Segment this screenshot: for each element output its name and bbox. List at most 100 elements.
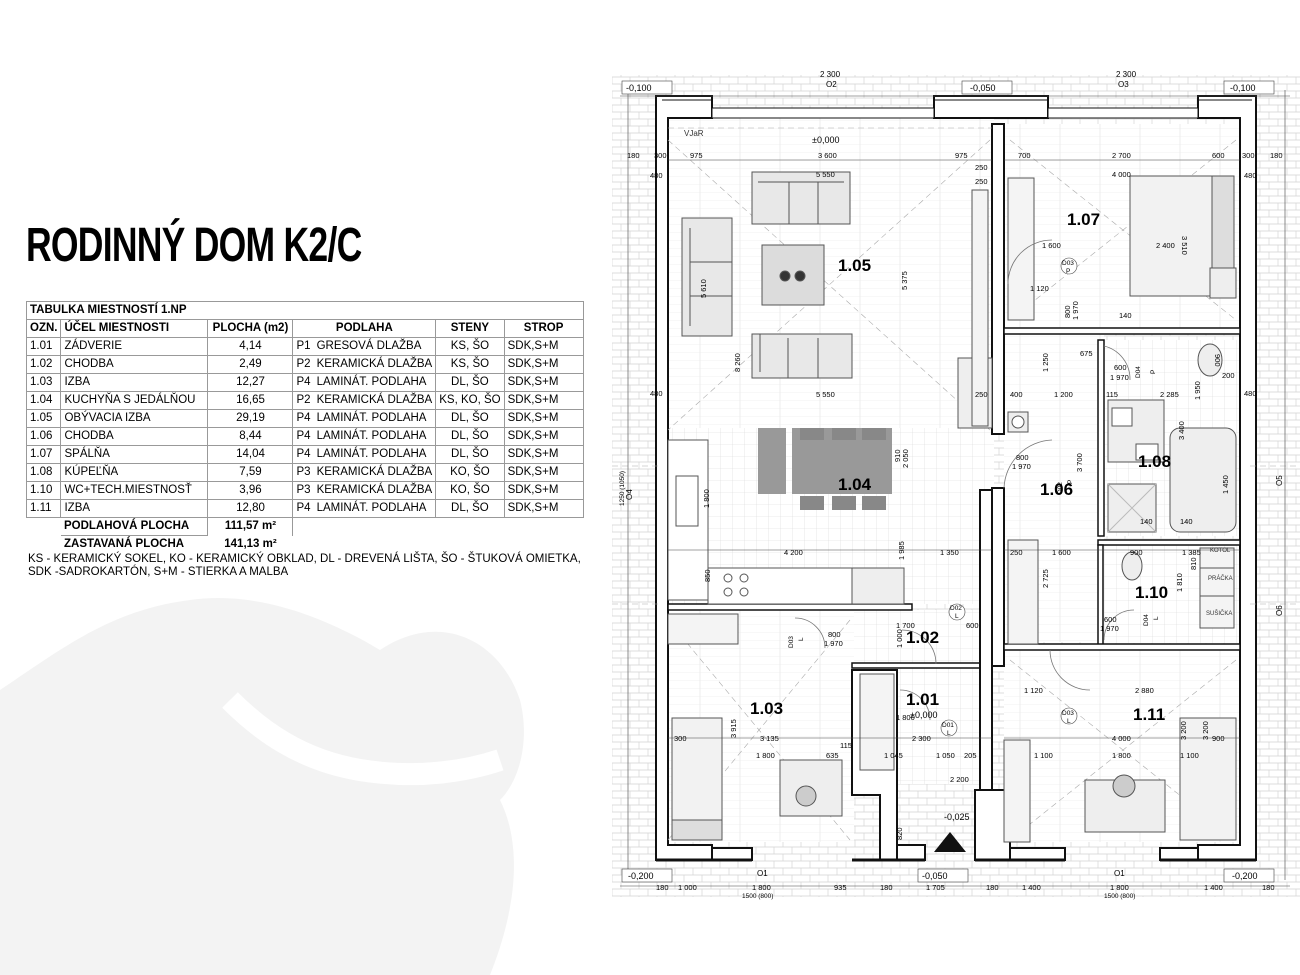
bot-dim-180-c: 180 xyxy=(986,883,999,892)
dim-810: 810 xyxy=(1189,557,1198,570)
dim-3510: 3 510 xyxy=(1180,236,1189,255)
dimension-texts-vertical: 3 510 5 610 5 375 8 260 800 1 970 900 1 … xyxy=(699,236,1230,840)
door-tag-l-corridor: L xyxy=(955,613,959,620)
dim-635: 635 xyxy=(826,751,839,760)
door-tag-d03-room: D03 xyxy=(788,636,795,648)
dim-675: 675 xyxy=(1080,349,1093,358)
dim-400-a: 400 xyxy=(1010,390,1023,399)
dim-3915: 3 915 xyxy=(729,719,738,738)
bot-dim-935: 935 xyxy=(834,883,847,892)
dim-975-a: 975 xyxy=(690,151,703,160)
dim-1800-a: 1 800 xyxy=(702,489,711,508)
door-tag-l-izba: L xyxy=(1067,718,1071,725)
dim-2400: 2 400 xyxy=(1156,241,1175,250)
dim-1800-d: 1 800 xyxy=(896,713,915,722)
dim-1700: 1 700 xyxy=(896,621,915,630)
dim-2285: 2 285 xyxy=(1160,390,1179,399)
dim-1050: 1 050 xyxy=(936,751,955,760)
dim-600-c: 600 xyxy=(966,621,979,630)
door-tag-d03-izba: D03 xyxy=(1062,710,1074,717)
dim-1950: 1 950 xyxy=(1193,381,1202,400)
dim-1385: 1 385 xyxy=(1182,548,1201,557)
dim-600-a: 600 xyxy=(1212,151,1225,160)
dim-5550-b: 5 550 xyxy=(816,390,835,399)
dim-1985: 1 985 xyxy=(897,541,906,560)
built-area-label: ZASTAVANÁ PLOCHA xyxy=(63,537,185,550)
dim-1970-b: 1 970 xyxy=(1110,373,1129,382)
dim-1970-a: 1 970 xyxy=(1071,301,1080,320)
floor-area-label: PODLAHOVÁ PLOCHA xyxy=(60,517,208,536)
dim-3200-a: 3 200 xyxy=(1179,721,1188,740)
bot-dim-1800-a: 1 800 xyxy=(752,883,771,892)
table-cell-strop: SDK,S+M xyxy=(503,499,584,518)
note-pracka: PRÁČKA xyxy=(1208,575,1233,582)
floor-area-value: 111,57 m² xyxy=(207,517,294,536)
dim-2700: 2 700 xyxy=(1112,151,1131,160)
dim-800-b: 800 xyxy=(1016,453,1029,462)
room-label-1-10: 1.10 xyxy=(1135,583,1168,602)
table-cell-steny: DL, ŠO xyxy=(435,499,505,518)
room-label-1-06: 1.06 xyxy=(1040,480,1073,499)
dimension-texts: 975 3 600 975 700 2 700 600 300 300 180 … xyxy=(627,151,1283,892)
table-cell-plocha: 12,80 xyxy=(207,499,294,518)
dim-480-d: 480 xyxy=(1244,389,1257,398)
dim-1800-b: 1 800 xyxy=(756,751,775,760)
window-o6: O6 xyxy=(1275,605,1284,616)
window-o3: O3 xyxy=(1118,80,1129,89)
level-bot-right: -0,200 xyxy=(1232,871,1258,881)
room-label-1-02: 1.02 xyxy=(906,628,939,647)
dim-250-c: 250 xyxy=(975,390,988,399)
furniture xyxy=(667,171,1237,843)
dim-4000-a: 4 000 xyxy=(1112,170,1131,179)
dim-1100-a: 1 100 xyxy=(1034,751,1053,760)
dim-1120-a: 1 120 xyxy=(1030,284,1049,293)
dim-850: 850 xyxy=(703,569,712,582)
window-width-o3: 2 300 xyxy=(1116,70,1137,79)
dim-1810: 1 810 xyxy=(1175,573,1184,592)
bot-dim-1705: 1 705 xyxy=(926,883,945,892)
dim-140-b: 140 xyxy=(1140,517,1153,526)
dim-205: 205 xyxy=(964,751,977,760)
dim-3600: 3 600 xyxy=(818,151,837,160)
dim-1600-b: 1 600 xyxy=(1052,548,1071,557)
dim-1450: 1 450 xyxy=(1221,475,1230,494)
dim-4200: 4 200 xyxy=(784,548,803,557)
dim-1800-c: 1 800 xyxy=(1112,751,1131,760)
legend-line-1: KS - KERAMICKÝ SOKEL, KO - KERAMICKÝ OBK… xyxy=(28,553,581,565)
dim-8260: 8 260 xyxy=(733,353,742,372)
dim-140-a: 140 xyxy=(1119,311,1132,320)
door-tags: D03 P D04 P D02 P D02 L D03 L D04 L D03 … xyxy=(788,257,1160,737)
dim-3200-b: 3 200 xyxy=(1201,721,1210,740)
bot-dim-1800-b: 1 800 xyxy=(1110,883,1129,892)
door-tag-p-hall: P xyxy=(1067,480,1074,484)
level-interior: ±0,000 xyxy=(812,135,839,145)
window-o1-left: O1 xyxy=(757,869,768,878)
level-bot-mid: -0,050 xyxy=(922,871,948,881)
window-marks: O2 O3 O1 O1 O4 O5 O6 2 300 2 300 1500 (8… xyxy=(619,70,1284,900)
dim-700-a: 700 xyxy=(1018,151,1031,160)
door-tag-d04-wc: D04 xyxy=(1143,614,1150,626)
level-bot-left: -0,200 xyxy=(628,871,654,881)
room-notes: VJaR KOTOL PRÁČKA SUŠIČKA xyxy=(684,129,1233,617)
dim-1600-a: 1 600 xyxy=(1042,241,1061,250)
window-o4: O4 xyxy=(625,489,634,500)
bot-dim-180-d: 180 xyxy=(1262,883,1275,892)
dim-2300-c: 2 300 xyxy=(912,734,931,743)
level-step: -0,025 xyxy=(944,812,970,822)
dim-1120-b: 1 120 xyxy=(1024,686,1043,695)
level-entry: ±0,000 xyxy=(910,710,937,720)
window-o5: O5 xyxy=(1275,475,1284,486)
door-tag-d03-bedroom: D03 xyxy=(1062,260,1074,267)
table-cell-kod: P4 xyxy=(292,499,314,518)
dim-600-d: 600 xyxy=(1104,615,1117,624)
dim-3400: 3 400 xyxy=(1177,421,1186,440)
dim-2880: 2 880 xyxy=(1135,686,1154,695)
room-label-1-11: 1.11 xyxy=(1133,705,1165,724)
